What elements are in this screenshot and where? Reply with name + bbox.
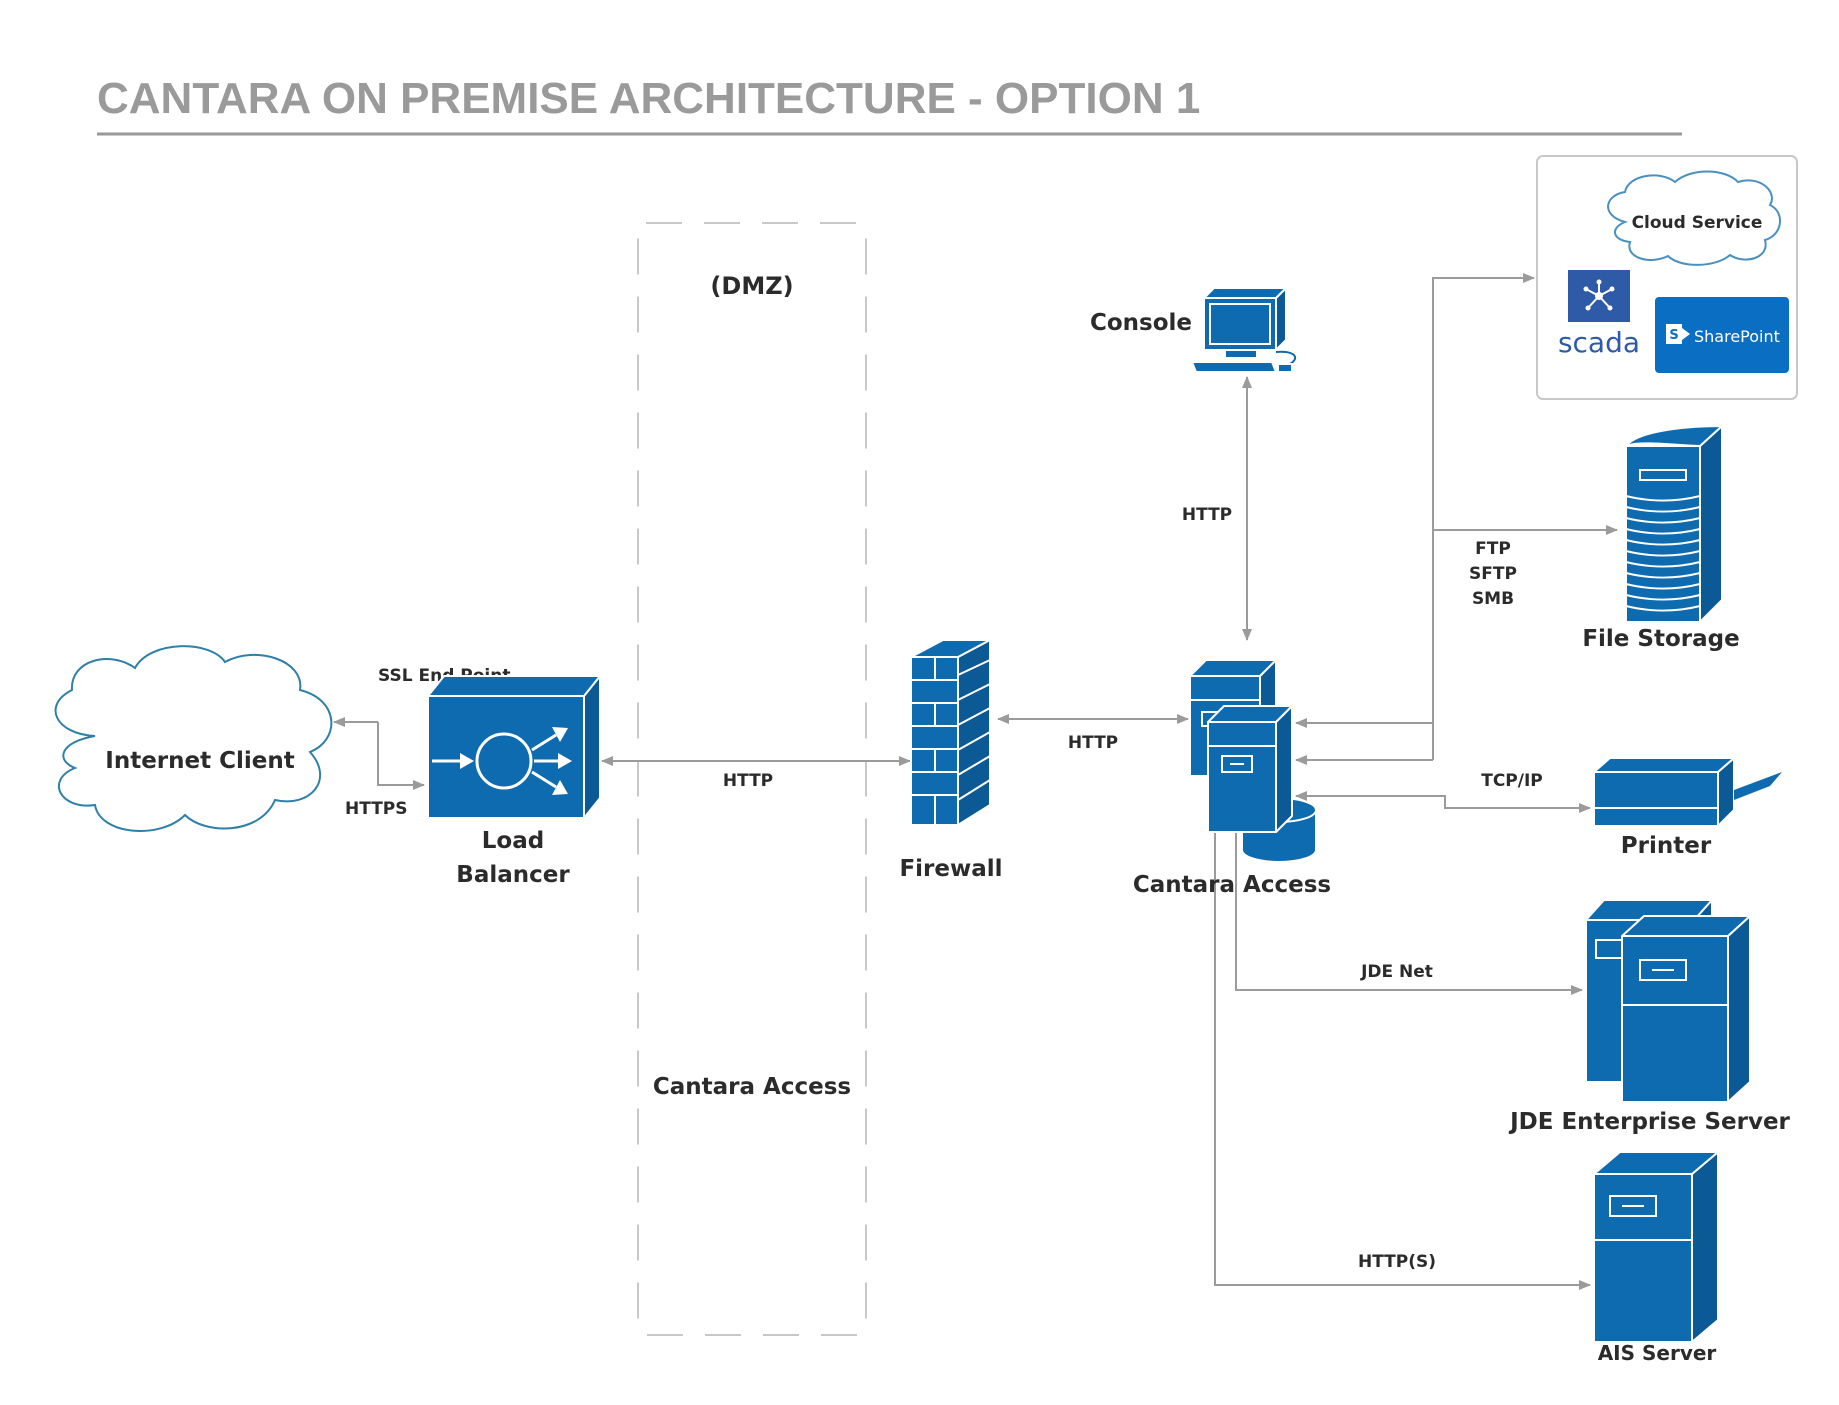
dmz-zone bbox=[637, 222, 867, 1336]
console-icon bbox=[1191, 287, 1296, 373]
ais-server-label: AIS Server bbox=[1598, 1341, 1717, 1365]
dmz-content-label: Cantara Access bbox=[653, 1074, 851, 1100]
protocol-smb-label: SMB bbox=[1472, 589, 1514, 609]
console-cantara-label: HTTP bbox=[1182, 505, 1232, 525]
load-balancer-label-line2: Balancer bbox=[456, 862, 570, 888]
firewall-cantara-label: HTTP bbox=[1068, 733, 1118, 753]
jde-protocol-label: JDE Net bbox=[1360, 962, 1433, 982]
cloud-service-label: Cloud Service bbox=[1632, 213, 1763, 233]
storage-rib bbox=[1625, 528, 1701, 535]
file-storage-icon bbox=[1625, 425, 1723, 623]
storage-rib bbox=[1625, 495, 1701, 502]
load-balancer-icon bbox=[427, 675, 601, 819]
sharepoint-logo-icon: S bbox=[1655, 297, 1789, 373]
svg-text:S: S bbox=[1669, 328, 1678, 343]
console-label: Console bbox=[1090, 310, 1192, 336]
jde-server-label: JDE Enterprise Server bbox=[1508, 1109, 1790, 1135]
firewall-icon bbox=[910, 639, 991, 826]
storage-rib bbox=[1625, 539, 1701, 546]
jde-server-icon bbox=[1585, 899, 1751, 1103]
internet-client-cloud-icon bbox=[54, 645, 333, 832]
wire-cantara-ais bbox=[1210, 814, 1591, 1290]
wire-lb-client-https bbox=[377, 722, 425, 790]
scada-logo-text: scada bbox=[1558, 326, 1640, 359]
storage-rib bbox=[1625, 572, 1701, 579]
wire-bus-cloud bbox=[1432, 273, 1535, 760]
dmz-label: (DMZ) bbox=[710, 272, 793, 300]
cantara-access-label: Cantara Access bbox=[1133, 872, 1331, 898]
storage-rib bbox=[1625, 561, 1701, 568]
wire-cantara-printer bbox=[1295, 791, 1591, 813]
storage-rib bbox=[1625, 594, 1701, 601]
internet-client-label: Internet Client bbox=[105, 748, 294, 774]
file-storage-label: File Storage bbox=[1582, 626, 1739, 652]
protocol-ftp-label: FTP bbox=[1475, 539, 1511, 559]
storage-rib bbox=[1625, 517, 1701, 524]
https-label: HTTPS bbox=[345, 799, 408, 819]
cloud-service-cloud-icon bbox=[1607, 170, 1781, 266]
storage-rib bbox=[1625, 605, 1701, 612]
scada-logo-icon bbox=[1568, 270, 1630, 322]
lb-firewall-label: HTTP bbox=[723, 771, 773, 791]
printer-label: Printer bbox=[1621, 833, 1712, 859]
protocol-sftp-label: SFTP bbox=[1469, 564, 1517, 584]
storage-rib bbox=[1625, 506, 1701, 513]
ais-protocol-label: HTTP(S) bbox=[1358, 1252, 1436, 1272]
cantara-access-icon bbox=[1189, 659, 1317, 863]
ais-server-icon bbox=[1593, 1151, 1719, 1343]
firewall-label: Firewall bbox=[899, 856, 1002, 882]
diagram-title: CANTARA ON PREMISE ARCHITECTURE - OPTION… bbox=[97, 74, 1200, 123]
load-balancer-label-line1: Load bbox=[482, 828, 544, 854]
printer-protocol-label: TCP/IP bbox=[1481, 771, 1543, 791]
storage-rib bbox=[1625, 583, 1701, 590]
connectors bbox=[333, 273, 1618, 1290]
printer-icon bbox=[1593, 757, 1782, 827]
storage-rib bbox=[1625, 550, 1701, 557]
sharepoint-logo-text: SharePoint bbox=[1694, 327, 1780, 346]
